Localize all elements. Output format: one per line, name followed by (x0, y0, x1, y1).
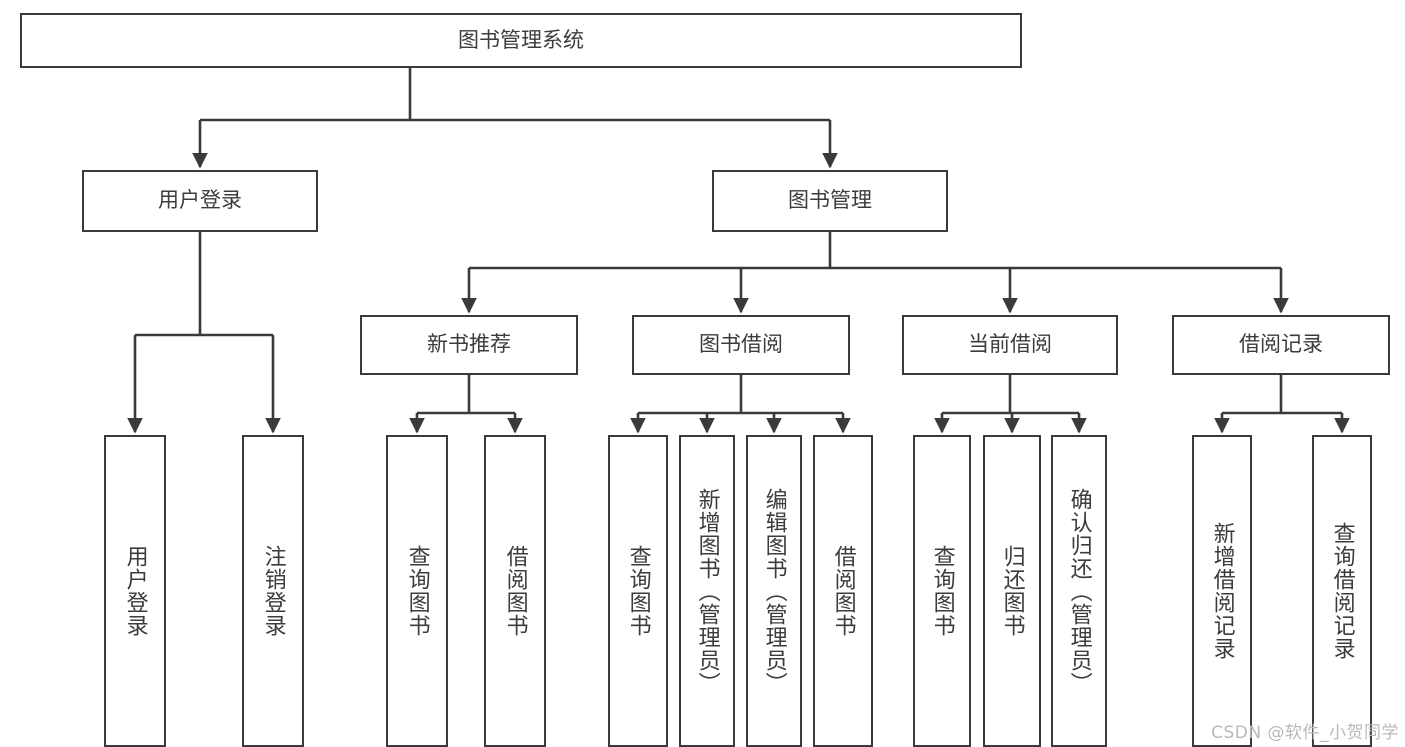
node-borrow-record[interactable]: 借阅记录 (1172, 315, 1390, 375)
node-leaf-return-book[interactable]: 归还图书 (983, 435, 1041, 747)
node-leaf-confirm-return-label: 确认归还（管理员） (1066, 487, 1092, 695)
node-current-borrow-label: 当前借阅 (968, 332, 1052, 357)
node-leaf-query-record[interactable]: 查询借阅记录 (1312, 435, 1372, 747)
node-leaf-user-login-label: 用户登录 (122, 545, 148, 637)
node-book-manage-label: 图书管理 (788, 188, 872, 213)
node-leaf-confirm-return[interactable]: 确认归还（管理员） (1051, 435, 1107, 747)
node-leaf-edit-book-label: 编辑图书（管理员） (761, 487, 787, 695)
node-leaf-borrow-book-2[interactable]: 借阅图书 (813, 435, 873, 747)
node-leaf-user-logout[interactable]: 注销登录 (242, 435, 304, 747)
node-user-login-label: 用户登录 (158, 188, 242, 213)
node-leaf-query-book-1-label: 查询图书 (404, 545, 430, 637)
node-new-book-recommend[interactable]: 新书推荐 (360, 315, 578, 375)
node-leaf-query-record-label: 查询借阅记录 (1329, 522, 1355, 660)
node-leaf-query-book-3[interactable]: 查询图书 (913, 435, 971, 747)
node-leaf-add-book-label: 新增图书（管理员） (694, 487, 720, 695)
node-new-book-recommend-label: 新书推荐 (427, 332, 511, 357)
node-leaf-add-record[interactable]: 新增借阅记录 (1192, 435, 1252, 747)
node-leaf-borrow-book-1[interactable]: 借阅图书 (484, 435, 546, 747)
node-leaf-edit-book[interactable]: 编辑图书（管理员） (746, 435, 802, 747)
node-leaf-user-logout-label: 注销登录 (260, 545, 286, 637)
node-leaf-user-login[interactable]: 用户登录 (104, 435, 166, 747)
node-book-manage[interactable]: 图书管理 (712, 170, 948, 232)
node-root-label: 图书管理系统 (458, 27, 584, 52)
node-leaf-borrow-book-1-label: 借阅图书 (502, 545, 528, 637)
node-leaf-borrow-book-2-label: 借阅图书 (830, 545, 856, 637)
node-user-login[interactable]: 用户登录 (82, 170, 318, 232)
node-book-borrow[interactable]: 图书借阅 (632, 315, 850, 375)
node-leaf-query-book-3-label: 查询图书 (929, 545, 955, 637)
node-leaf-add-book[interactable]: 新增图书（管理员） (679, 435, 735, 747)
node-book-borrow-label: 图书借阅 (699, 332, 783, 357)
node-leaf-query-book-2-label: 查询图书 (625, 545, 651, 637)
watermark-text: CSDN @软件_小贺同学 (1211, 723, 1399, 743)
node-leaf-return-book-label: 归还图书 (999, 545, 1025, 637)
node-leaf-query-book-1[interactable]: 查询图书 (386, 435, 448, 747)
node-current-borrow[interactable]: 当前借阅 (902, 315, 1118, 375)
node-borrow-record-label: 借阅记录 (1239, 332, 1323, 357)
node-leaf-add-record-label: 新增借阅记录 (1209, 522, 1235, 660)
node-leaf-query-book-2[interactable]: 查询图书 (608, 435, 668, 747)
node-root[interactable]: 图书管理系统 (20, 13, 1022, 68)
